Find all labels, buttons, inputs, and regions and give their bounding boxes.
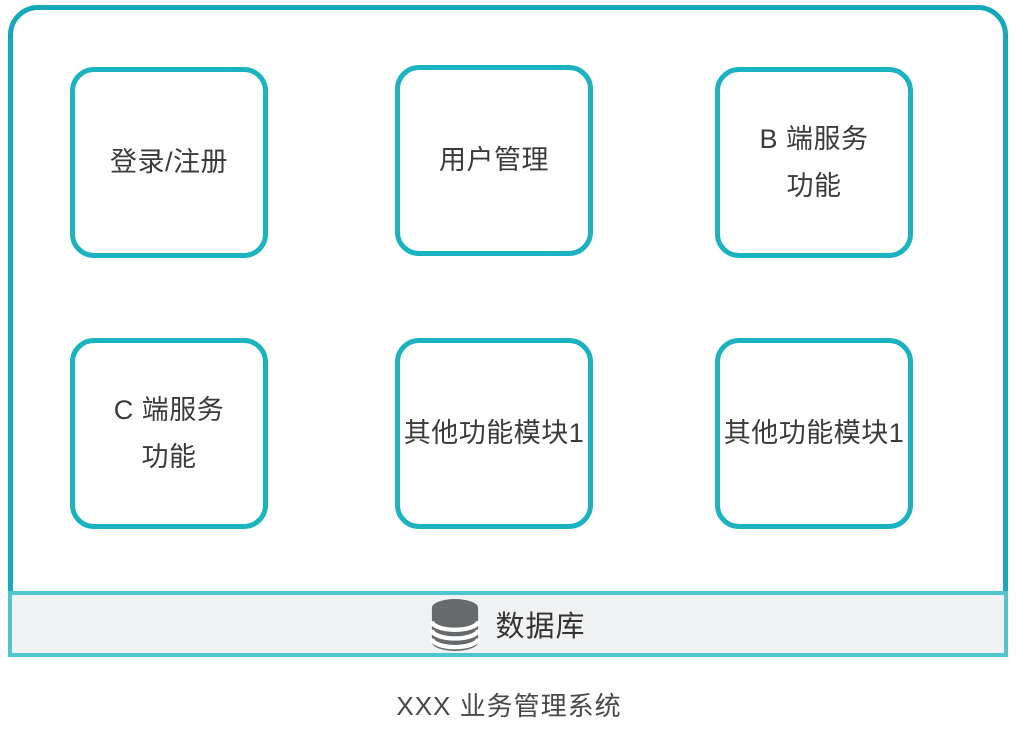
module-label-line2: 功能	[786, 170, 842, 201]
module-box-login-register: 登录/注册	[70, 67, 268, 258]
module-label: 其他功能模块1	[723, 418, 905, 449]
module-box-b-side-service: B 端服务 功能	[715, 67, 913, 258]
module-box-other-module-1: 其他功能模块1	[395, 338, 593, 529]
module-label: C 端服务	[113, 395, 225, 426]
database-icon	[430, 599, 481, 651]
module-label: 登录/注册	[109, 147, 228, 178]
database-label: 数据库	[495, 611, 586, 643]
module-label: 用户管理	[439, 145, 549, 176]
module-box-other-module-2: 其他功能模块1	[715, 338, 913, 529]
database-bar: 数据库	[8, 591, 1008, 657]
module-label: 其他功能模块1	[403, 418, 585, 449]
module-label: B 端服务	[759, 124, 869, 155]
module-box-user-management: 用户管理	[395, 65, 593, 256]
module-label-line2: 功能	[141, 441, 197, 472]
system-caption: XXX 业务管理系统	[396, 691, 622, 721]
module-box-c-side-service: C 端服务 功能	[70, 338, 268, 529]
system-boundary: 登录/注册 用户管理 B 端服务 功能 C 端服务 功能 其他功能模块1 其他功…	[8, 5, 1008, 657]
